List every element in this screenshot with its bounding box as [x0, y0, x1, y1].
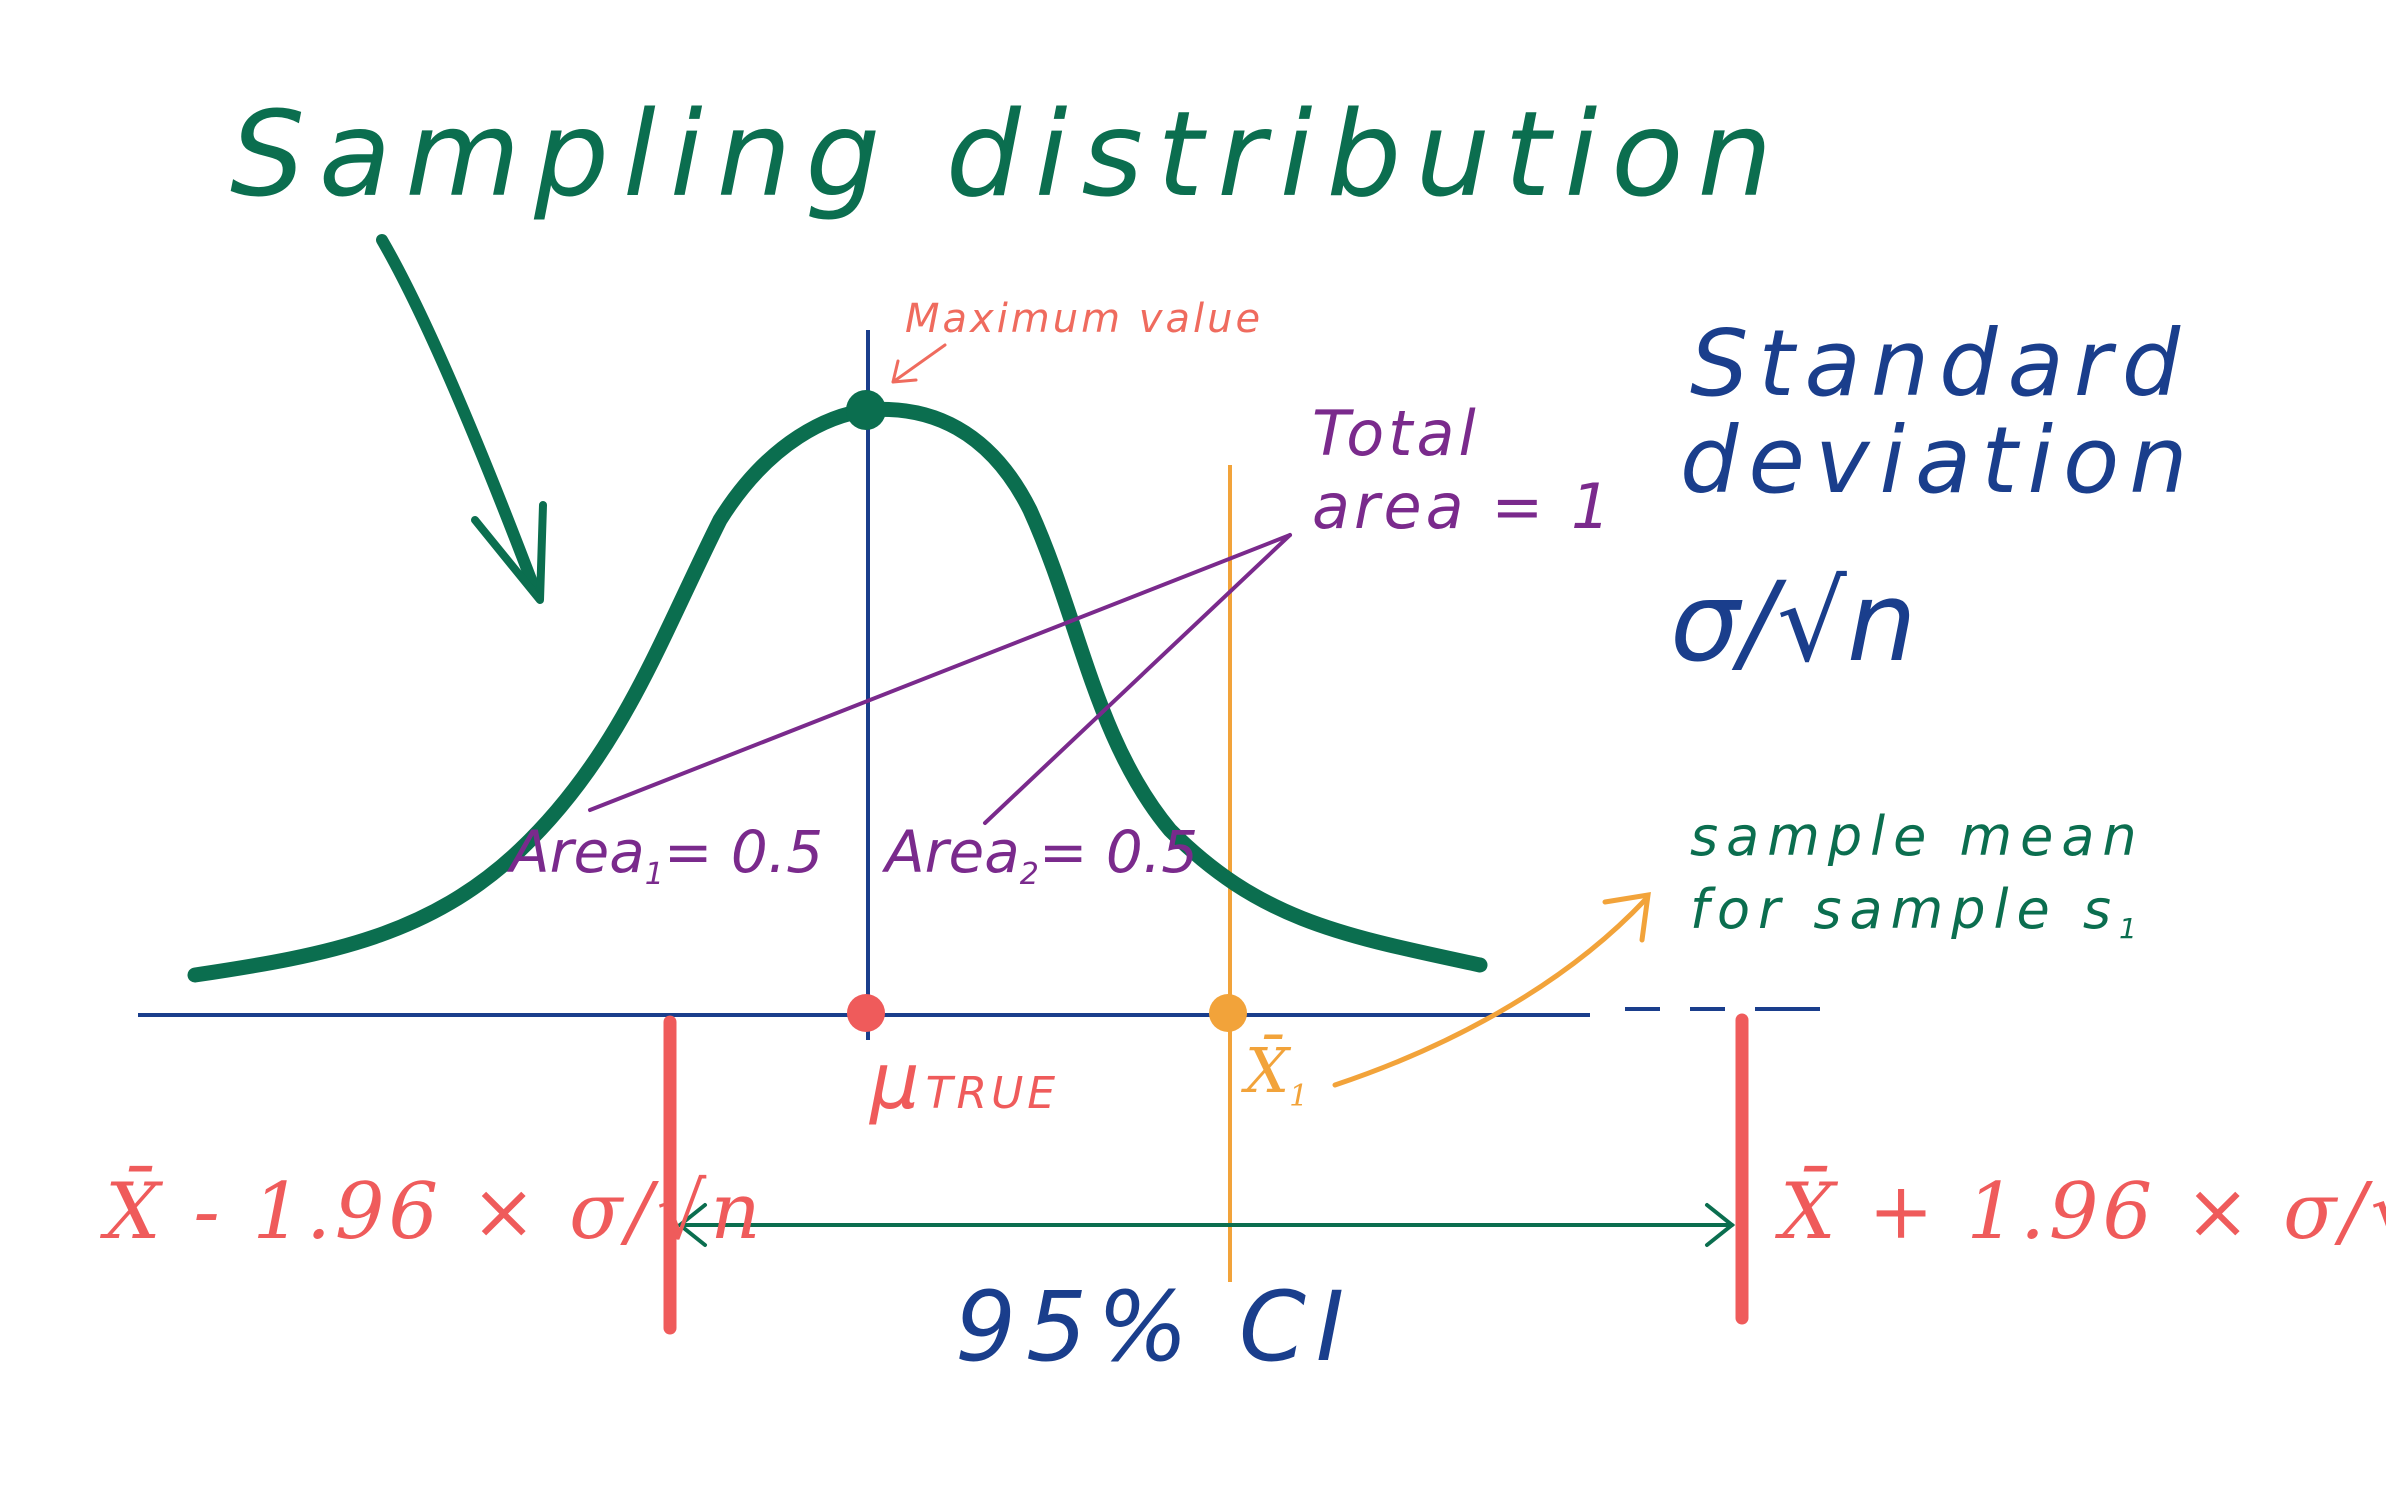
ci-range-arrow	[676, 1203, 1736, 1247]
maximum-arrow	[891, 343, 947, 384]
total-area-label: Total area = 1	[1312, 397, 1614, 543]
ci-label: 95% CI	[955, 1271, 1354, 1383]
svg-text:for sample s1: for sample s1	[1690, 878, 2145, 945]
area-pointer-lines	[588, 533, 1292, 825]
svg-text:deviation: deviation	[1680, 407, 2198, 514]
std-dev-formula: σ/√n	[1670, 558, 1917, 686]
sample-mean-symbol: X̄1	[1241, 1034, 1308, 1114]
x-axis	[138, 1007, 1820, 1017]
area2-label: Area2= 0.5	[881, 818, 1198, 892]
svg-text:Standard: Standard	[1690, 310, 2190, 417]
title-arrow	[376, 234, 547, 604]
bell-curve	[187, 401, 1488, 983]
ci-upper-formula: X̄ + 1.96 × σ/√n	[1774, 1165, 2386, 1257]
maximum-value-label: Maximum value	[905, 296, 1263, 342]
diagram-title: Sampling distribution	[230, 85, 1786, 223]
mu-true-point	[847, 994, 885, 1032]
sample-mean-point	[1209, 994, 1247, 1032]
sample-mean-label: sample mean for sample s1	[1690, 805, 2145, 945]
svg-text:sample mean: sample mean	[1690, 805, 2145, 868]
ci-lower-formula: X̄ - 1.96 × σ/√n	[99, 1165, 765, 1257]
svg-text:area = 1: area = 1	[1312, 470, 1614, 543]
svg-text:Total: Total	[1312, 397, 1480, 470]
sample-mean-arrow	[1332, 891, 1651, 1088]
maximum-point	[846, 390, 886, 430]
standard-deviation-label: Standard deviation σ/√n	[1670, 310, 2198, 686]
area1-label: Area1= 0.5	[506, 818, 823, 892]
